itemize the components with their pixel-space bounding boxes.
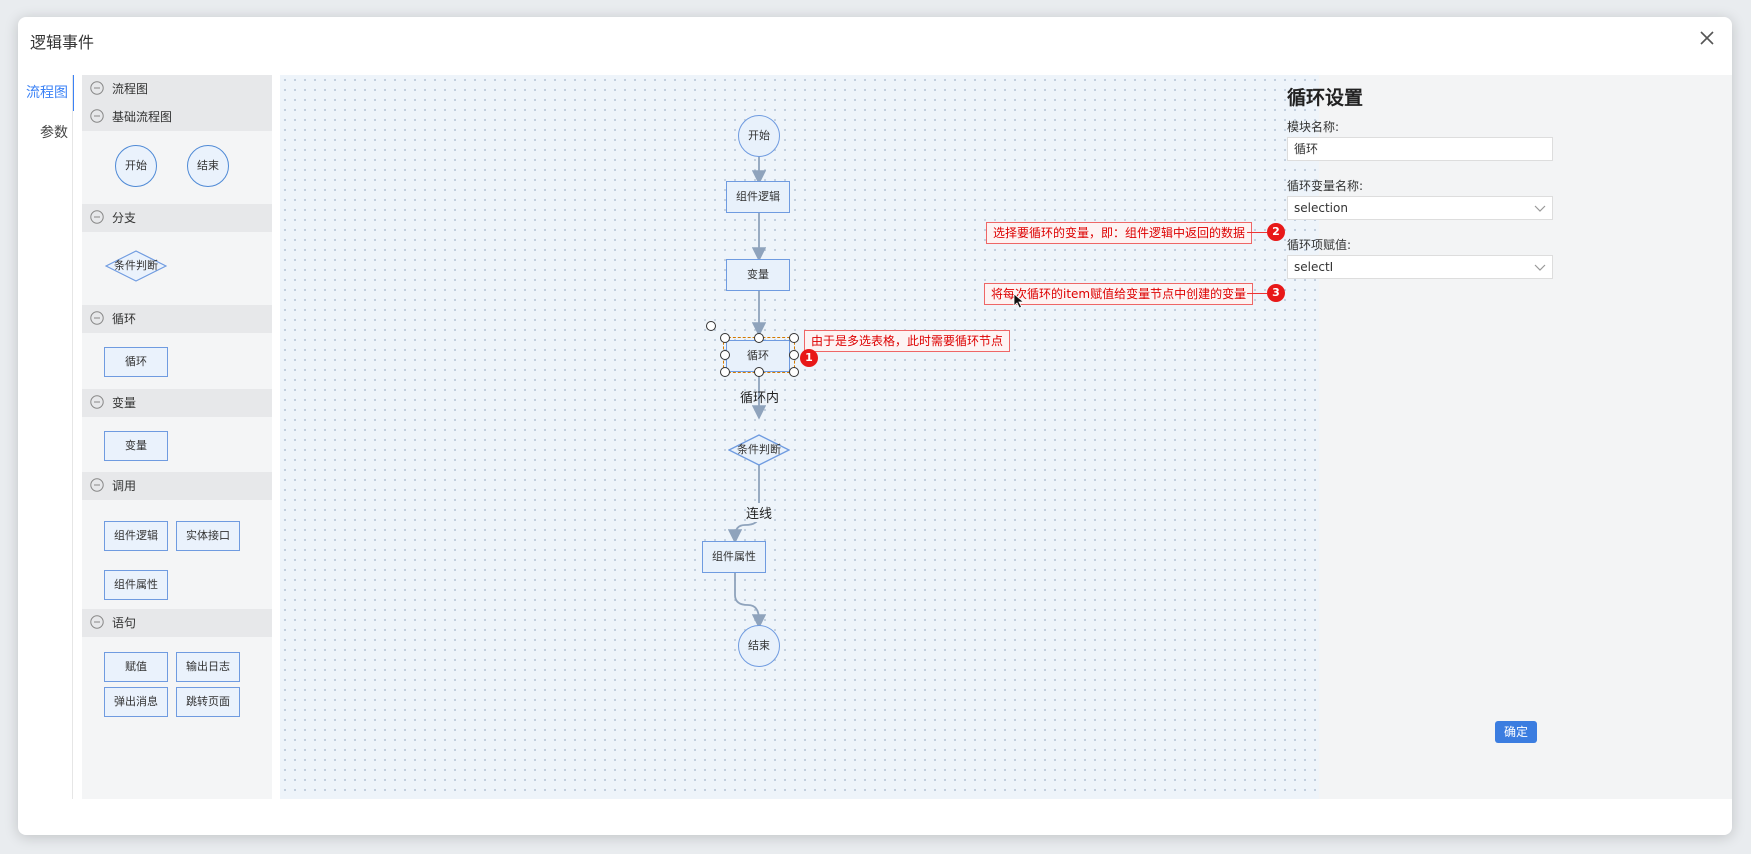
resize-handle[interactable]: [789, 367, 799, 377]
confirm-button[interactable]: 确定: [1495, 721, 1537, 743]
palette-group-label: 调用: [112, 479, 137, 493]
panel-title: 循环设置: [1287, 87, 1364, 109]
palette-group-label: 语句: [112, 616, 137, 630]
annotation-1: 由于是多选表格，此时需要循环节点: [804, 330, 1011, 352]
node-label: 条件判断: [737, 443, 781, 456]
palette-group-branch[interactable]: 分支: [82, 204, 272, 232]
resize-handle[interactable]: [720, 333, 730, 343]
resize-handle[interactable]: [720, 350, 730, 360]
dialog-title: 逻辑事件: [30, 33, 95, 52]
annotation-2: 选择要循环的变量，即：组件逻辑中返回的数据: [986, 222, 1253, 244]
palette-item-assign[interactable]: 赋值: [104, 652, 168, 682]
chevron-down-icon: [1534, 205, 1546, 212]
node-component-logic[interactable]: 组件逻辑: [726, 181, 790, 213]
loop-var-select[interactable]: selection: [1287, 196, 1553, 220]
annotation-connector: [1247, 293, 1267, 294]
palette-item-message[interactable]: 弹出消息: [104, 687, 168, 717]
palette-group-label: 分支: [112, 211, 137, 225]
loop-item-select[interactable]: selectI: [1287, 255, 1553, 279]
resize-handle[interactable]: [754, 367, 764, 377]
loop-var-label: 循环变量名称:: [1287, 179, 1364, 193]
side-tabs: 流程图 参数: [18, 75, 74, 799]
annotation-badge-2: 2: [1267, 223, 1285, 241]
collapse-icon: [90, 478, 104, 492]
palette-group-label: 变量: [112, 396, 137, 410]
edge-label-connect: 连线: [746, 503, 773, 522]
edge-label-loop-inner: 循环内: [740, 391, 780, 406]
palette-item-entity-api[interactable]: 实体接口: [176, 521, 240, 551]
palette-item-component-logic[interactable]: 组件逻辑: [104, 521, 168, 551]
annotation-connector: [1247, 232, 1267, 233]
loop-var-value: selection: [1294, 201, 1348, 215]
chevron-down-icon: [1534, 264, 1546, 271]
palette-item-variable[interactable]: 变量: [104, 431, 168, 461]
palette-group-variable[interactable]: 变量: [82, 389, 272, 417]
annotation-badge-3: 3: [1267, 284, 1285, 302]
palette-group-loop[interactable]: 循环: [82, 305, 272, 333]
palette-item-log[interactable]: 输出日志: [176, 652, 240, 682]
loop-item-value: selectI: [1294, 260, 1334, 274]
palette-item-component-attr[interactable]: 组件属性: [104, 570, 168, 600]
settings-panel: [1319, 75, 1732, 799]
flow-edges: [727, 156, 767, 629]
collapse-icon: [90, 81, 104, 95]
annotation-badge-1: 1: [800, 349, 818, 367]
collapse-icon: [90, 615, 104, 629]
close-icon[interactable]: [1696, 27, 1718, 49]
tabs-divider: [72, 75, 73, 799]
palette-item-navigate[interactable]: 跳转页面: [176, 687, 240, 717]
node-end[interactable]: 结束: [738, 625, 780, 667]
module-name-label: 模块名称:: [1287, 120, 1340, 134]
collapse-icon: [90, 109, 104, 123]
node-condition[interactable]: 条件判断: [728, 434, 790, 466]
palette-item-label: 条件判断: [114, 259, 158, 272]
palette-item-loop[interactable]: 循环: [104, 347, 168, 377]
node-variable[interactable]: 变量: [726, 259, 790, 291]
collapse-icon: [90, 395, 104, 409]
node-start[interactable]: 开始: [738, 115, 780, 157]
resize-handle[interactable]: [789, 350, 799, 360]
loop-item-label: 循环项赋值:: [1287, 238, 1352, 252]
resize-handle[interactable]: [754, 333, 764, 343]
edge-attr-end: [734, 571, 767, 629]
tab-flowchart[interactable]: 流程图: [18, 75, 74, 111]
annotation-3: 将每次循环的item赋值给变量节点中创建的变量: [984, 283, 1254, 305]
logic-event-dialog: 逻辑事件 流程图 参数 流程图 基础流程图 开始 结束 分支 条件判断 循环: [18, 17, 1732, 835]
collapse-icon: [90, 210, 104, 224]
node-component-attr[interactable]: 组件属性: [702, 541, 766, 573]
module-name-input[interactable]: 循环: [1287, 137, 1553, 161]
flow-canvas[interactable]: 开始 组件逻辑 变量 循环 循环内 条件判断 连线 组件属性 结束 由于是多选表…: [280, 75, 1319, 799]
palette-group-label: 循环: [112, 312, 137, 326]
tab-params[interactable]: 参数: [40, 125, 68, 141]
palette-item-start[interactable]: 开始: [115, 145, 157, 187]
resize-handle[interactable]: [720, 367, 730, 377]
collapse-icon: [90, 311, 104, 325]
diamond-shape: [105, 250, 167, 282]
palette-group-statement[interactable]: 语句: [82, 609, 272, 637]
palette-group-label: 基础流程图: [112, 110, 173, 124]
rotate-handle[interactable]: [706, 321, 716, 331]
palette-group-basic[interactable]: 基础流程图: [82, 103, 272, 131]
diamond-shape: [728, 434, 790, 466]
mouse-cursor-icon: [1013, 293, 1025, 309]
resize-handle[interactable]: [789, 333, 799, 343]
palette-group-call[interactable]: 调用: [82, 472, 272, 500]
palette-group-flowchart[interactable]: 流程图: [82, 75, 272, 103]
palette-group-label: 流程图: [112, 82, 149, 96]
node-palette: 流程图 基础流程图 开始 结束 分支 条件判断 循环 循环 变量 变量 调用: [82, 75, 272, 799]
palette-item-condition[interactable]: 条件判断: [105, 250, 167, 282]
palette-item-end[interactable]: 结束: [187, 145, 229, 187]
